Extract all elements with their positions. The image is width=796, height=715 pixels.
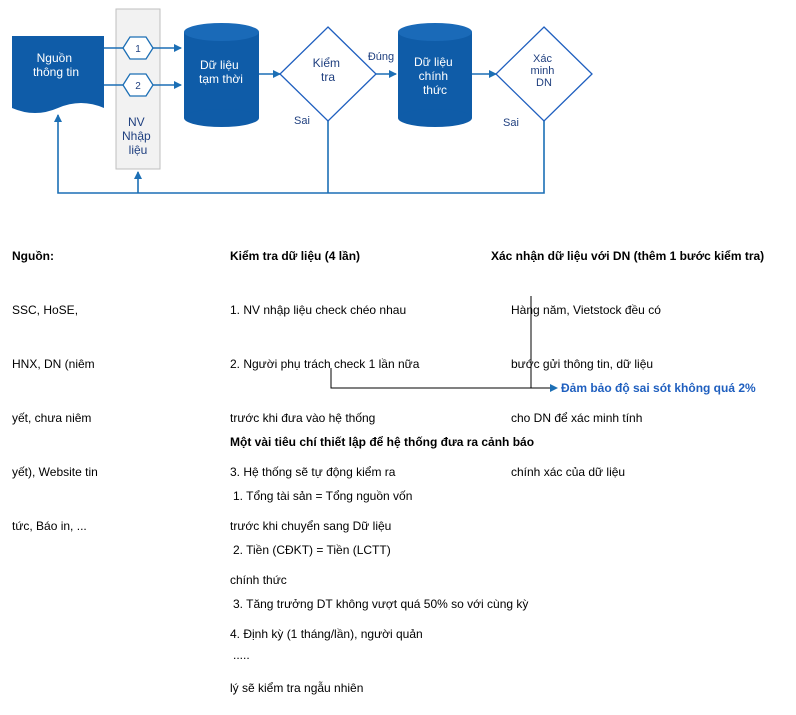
verify-fail-feedback-line xyxy=(54,114,545,194)
sources-block: Nguồn: SSC, HoSE, HNX, DN (niêm yết, chư… xyxy=(12,211,98,553)
checks-line: 3. Hệ thống sẽ tự động kiểm ra xyxy=(230,465,396,479)
step1-hexagon xyxy=(122,36,154,60)
verify-fail-label: Sai xyxy=(503,117,519,129)
step2-label: 2 xyxy=(135,81,141,92)
checks-line: lý sẽ kiểm tra ngẫu nhiên xyxy=(230,681,364,695)
verify-label: Xác minh DN xyxy=(531,53,558,89)
check-fail-label: Sai xyxy=(294,115,310,127)
guarantee-arrowhead xyxy=(550,384,558,392)
checks-title: Kiểm tra dữ liệu (4 lần) xyxy=(230,249,361,263)
official-db-cylinder xyxy=(398,23,472,127)
sources-line: tức, Báo in, ... xyxy=(12,519,87,533)
verification-line: chính xác của dữ liệu xyxy=(511,465,626,479)
process-flow-diagram: Nguồn thông tin 1 2 NV Nhập liệu Dữ liệu… xyxy=(12,8,593,392)
alerts-line: 2. Tiền (CĐKT) = Tiền (LCTT) xyxy=(233,543,391,557)
sources-line: HNX, DN (niêm xyxy=(12,357,95,371)
verify-diamond xyxy=(495,26,593,122)
alerts-line: ..... xyxy=(233,648,250,662)
official-db-label: Dữ liệu chính thức xyxy=(414,55,456,97)
sources-title: Nguồn: xyxy=(12,249,54,263)
source-node-label: Nguồn thông tin xyxy=(33,51,79,79)
checks-line: 2. Người phụ trách check 1 lần nữa xyxy=(230,357,420,371)
check-ok-label: Đúng xyxy=(368,51,394,63)
sources-line: SSC, HoSE, xyxy=(12,303,79,317)
alerts-block: Một vài tiêu chí thiết lập để hệ thống đ… xyxy=(230,397,534,679)
alerts-line: 1. Tổng tài sản = Tổng nguồn vốn xyxy=(233,489,413,503)
guarantee-connector-line xyxy=(330,368,550,389)
alerts-line: 3. Tăng trưởng DT không vượt quá 50% so … xyxy=(233,597,529,611)
step2-hexagon xyxy=(122,73,154,97)
step1-label: 1 xyxy=(135,44,141,55)
alerts-title: Một vài tiêu chí thiết lập để hệ thống đ… xyxy=(230,435,535,449)
temp-db-cylinder xyxy=(184,23,259,127)
sources-line: yết), Website tin xyxy=(12,465,98,479)
checks-line: 1. NV nhập liệu check chéo nhau xyxy=(230,303,407,317)
verification-block: Xác nhận dữ liệu với DN (thêm 1 bước kiể… xyxy=(491,211,764,499)
entry-staff-label: NV Nhập liệu xyxy=(122,115,154,157)
check-label: Kiểm tra xyxy=(313,56,344,84)
check-diamond xyxy=(279,26,377,122)
sources-line: yết, chưa niêm xyxy=(12,411,92,425)
checks-line: trước khi đưa vào hệ thống xyxy=(230,411,376,425)
verification-title: Xác nhận dữ liệu với DN (thêm 1 bước kiể… xyxy=(491,249,765,263)
verification-line: bước gửi thông tin, dữ liệu xyxy=(511,357,654,371)
verification-line: Hàng năm, Vietstock đều có xyxy=(511,303,661,317)
temp-db-label: Dữ liệu tạm thời xyxy=(199,58,243,86)
source-document-shape xyxy=(12,36,104,113)
verification-line: cho DN để xác minh tính xyxy=(511,411,643,425)
guarantee-label: Đảm bảo độ sai sót không quá 2% xyxy=(561,381,756,395)
